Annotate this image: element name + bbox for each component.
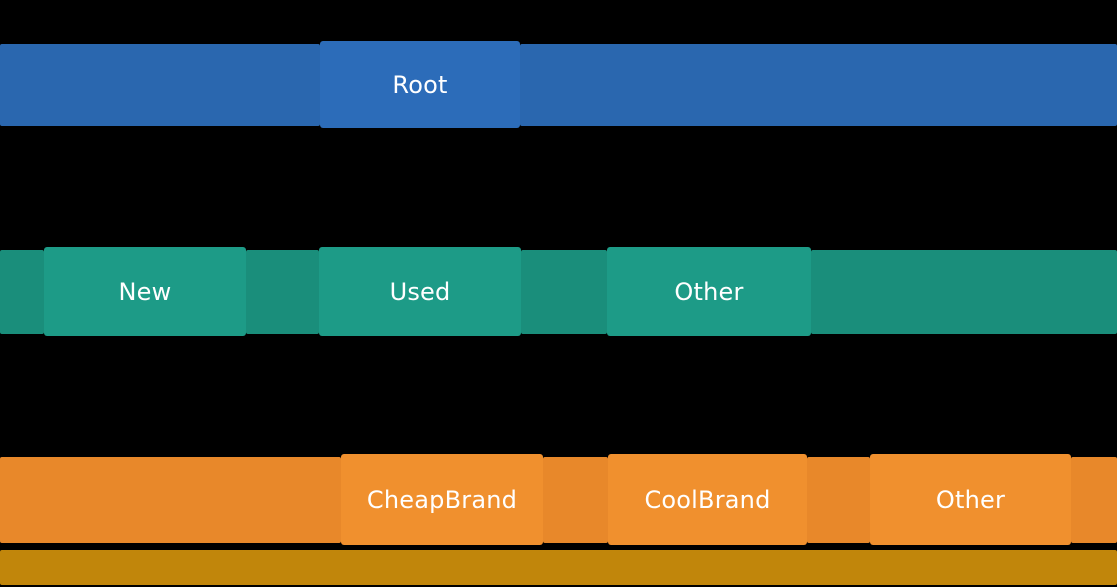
node-other-depth2[interactable]: Other [870,454,1071,545]
segment-unlabeled-depth3[interactable] [0,550,1117,585]
segment-unlabeled-depth2[interactable] [1071,457,1117,543]
icicle-level-0: Root [0,41,1117,128]
node-label: Used [389,277,451,306]
node-label: New [118,277,172,306]
segment-unlabeled-depth0[interactable] [520,44,1117,126]
node-other-depth1[interactable]: Other [607,247,811,336]
node-label: Root [392,70,448,99]
segment-unlabeled-depth2[interactable] [543,457,608,543]
icicle-level-3 [0,547,1117,587]
node-label: Other [935,485,1006,514]
node-used-depth1[interactable]: Used [319,247,521,336]
segment-unlabeled-depth1[interactable] [0,250,44,334]
icicle-level-2: CheapBrand CoolBrand Other [0,454,1117,545]
segment-unlabeled-depth1[interactable] [246,250,319,334]
node-new-depth1[interactable]: New [44,247,246,336]
node-label: Other [674,277,744,306]
segment-unlabeled-depth1[interactable] [811,250,1117,334]
segment-unlabeled-depth2[interactable] [807,457,870,543]
node-label: CoolBrand [644,485,771,514]
node-root-depth0[interactable]: Root [320,41,520,128]
node-label: CheapBrand [366,485,518,514]
node-coolbrand-depth2[interactable]: CoolBrand [608,454,807,545]
segment-unlabeled-depth0[interactable] [0,44,320,126]
icicle-level-1: New Used Other [0,247,1117,336]
segment-unlabeled-depth1[interactable] [521,250,607,334]
node-cheapbrand-depth2[interactable]: CheapBrand [341,454,543,545]
segment-unlabeled-depth2[interactable] [0,457,341,543]
